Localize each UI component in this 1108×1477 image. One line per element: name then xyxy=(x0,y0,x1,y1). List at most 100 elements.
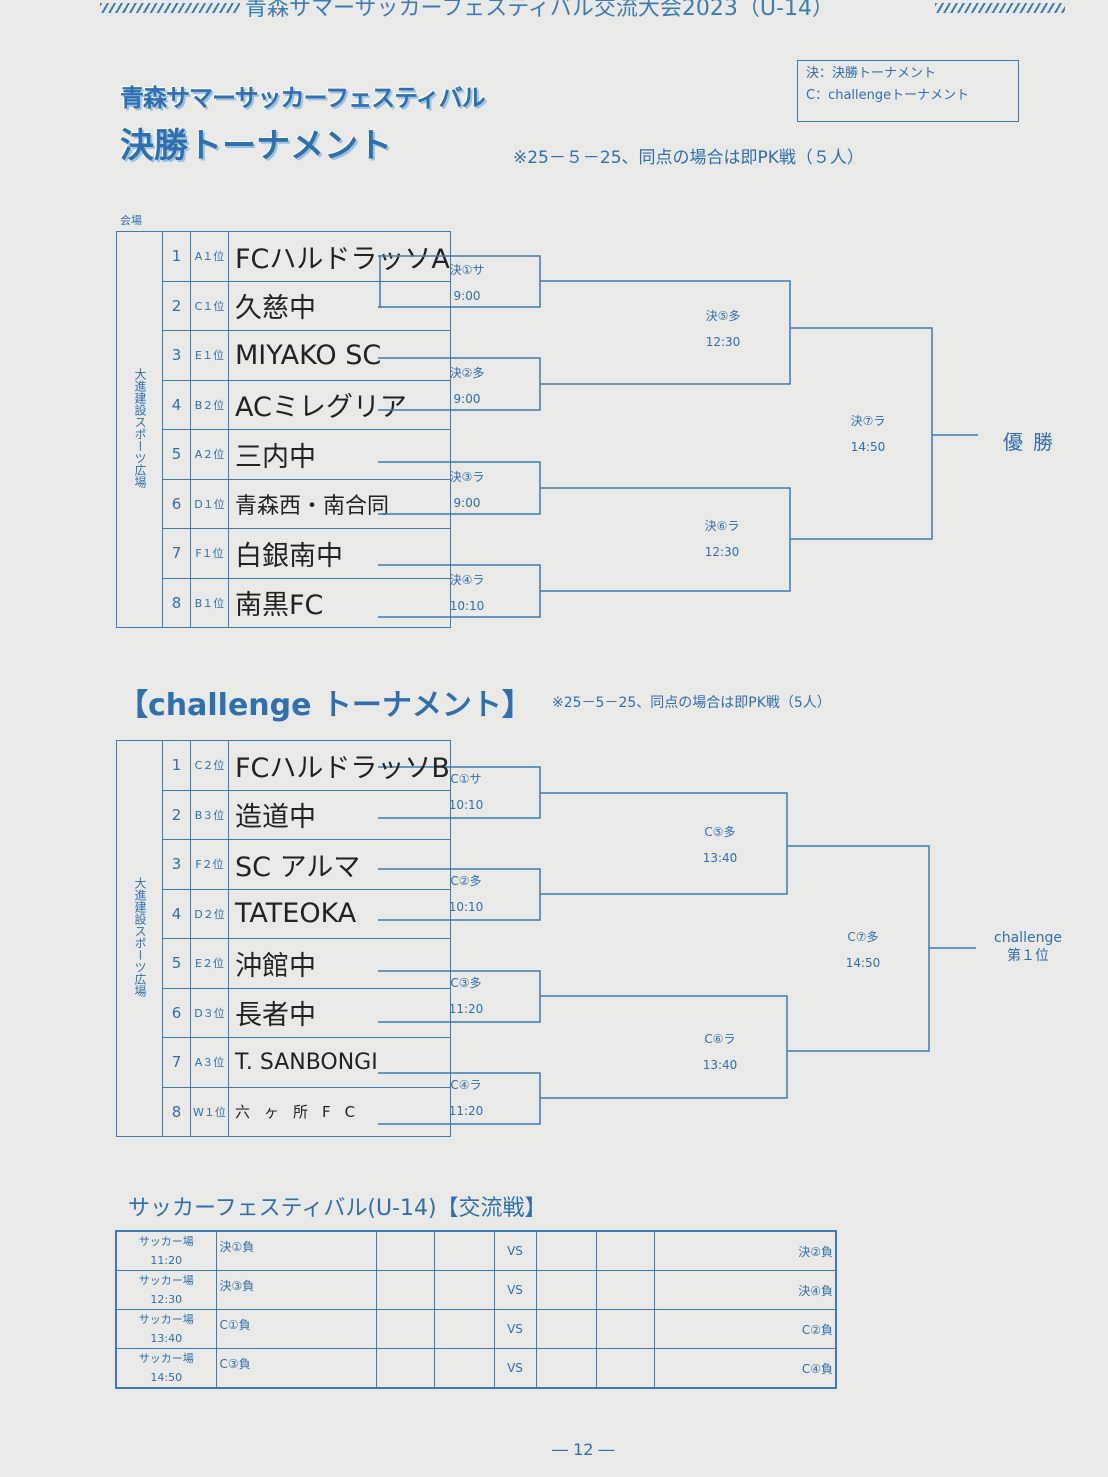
team-name: 久慈中 xyxy=(228,280,451,331)
match-name: C⑥ラ xyxy=(704,1032,736,1046)
seed-number: 1 xyxy=(162,740,191,791)
match-label: 決①サ 9:00 xyxy=(427,257,507,309)
venue-label: 会場 xyxy=(120,214,142,227)
left-team-cell: C①負 xyxy=(215,1309,377,1349)
score-cell xyxy=(535,1348,597,1389)
seed-number: 3 xyxy=(162,839,191,890)
challenge-heading: 【challenge トーナメント】 xyxy=(118,688,532,723)
match-time: 13:40 xyxy=(702,1058,738,1072)
match-time: 14:50 xyxy=(845,956,881,970)
team-name: T. SANBONGI xyxy=(228,1037,451,1088)
group-rank: E１位 xyxy=(190,330,229,381)
team-name: MIYAKO SC xyxy=(228,330,451,381)
group-rank: D３位 xyxy=(190,987,229,1038)
match-time: 13:40 xyxy=(150,1332,183,1345)
team-name: ACミレグリア xyxy=(228,379,451,430)
score-cell xyxy=(433,1230,495,1271)
group-rank: F１位 xyxy=(190,528,229,579)
team-name: TATEOKA xyxy=(228,888,451,939)
score-cell xyxy=(433,1270,495,1310)
team-name: 白銀南中 xyxy=(228,528,451,579)
match-time: 14:50 xyxy=(150,1371,183,1384)
match-time: 12:30 xyxy=(150,1293,183,1306)
match-time: 11:20 xyxy=(150,1254,183,1267)
team-name: 三内中 xyxy=(228,429,451,480)
group-rank: B１位 xyxy=(190,577,229,628)
vs-label: VS xyxy=(494,1309,536,1349)
group-rank: F２位 xyxy=(190,839,229,890)
venue-name: サッカー場 xyxy=(138,1235,194,1248)
group-rank: A２位 xyxy=(190,429,229,480)
score-cell xyxy=(433,1348,495,1389)
seed-number: 6 xyxy=(162,478,191,529)
blank-cell xyxy=(375,1348,435,1389)
match-name: 決②多 xyxy=(449,366,485,380)
match-label: C⑥ラ 13:40 xyxy=(680,1026,760,1078)
score-cell xyxy=(535,1270,597,1310)
match-name: 決⑤多 xyxy=(705,309,741,323)
header-title: 青森サマーサッカーフェスティバル交流大会2023（U-14） xyxy=(245,0,834,21)
match-label: C⑦多 14:50 xyxy=(823,924,903,976)
vs-label: VS xyxy=(494,1230,536,1271)
page-title-line2: 決勝トーナメント xyxy=(120,126,392,166)
team-name: 造道中 xyxy=(228,789,451,840)
match-time: 12:30 xyxy=(705,335,741,349)
venue-name: サッカー場 xyxy=(138,1274,194,1287)
seed-number: 6 xyxy=(162,987,191,1038)
match-time: 10:10 xyxy=(449,599,485,613)
group-rank: C１位 xyxy=(190,280,229,331)
seed-number: 8 xyxy=(162,1086,191,1137)
group-rank: W１位 xyxy=(190,1086,229,1137)
team-name: 南黒FC xyxy=(228,577,451,628)
match-time: 10:10 xyxy=(448,798,484,812)
group-rank: B２位 xyxy=(190,379,229,430)
seed-number: 4 xyxy=(162,379,191,430)
vs-label: VS xyxy=(494,1270,536,1310)
group-rank: A１位 xyxy=(190,231,229,282)
match-time: 9:00 xyxy=(453,289,481,303)
blank-cell xyxy=(375,1230,435,1271)
winner-label: 優勝 xyxy=(1003,430,1063,454)
match-time: 9:00 xyxy=(453,496,481,510)
match-name: 決⑦ラ xyxy=(850,414,886,428)
header-hatch-left xyxy=(100,3,240,13)
blank-cell xyxy=(595,1230,655,1271)
group-rank: C２位 xyxy=(190,740,229,791)
venue-name: サッカー場 xyxy=(138,1313,194,1326)
match-time: 11:20 xyxy=(448,1104,484,1118)
right-team-cell: C④負 xyxy=(653,1348,837,1389)
team-name: 長者中 xyxy=(228,987,451,1038)
match-name: 決④ラ xyxy=(449,573,485,587)
team-name: FCハルドラッソB xyxy=(228,740,451,791)
match-time: 11:20 xyxy=(448,1002,484,1016)
seed-number: 2 xyxy=(162,280,191,331)
seed-number: 8 xyxy=(162,577,191,628)
legend-line2: C：challengeトーナメント xyxy=(806,88,970,103)
match-label: 決④ラ 10:10 xyxy=(427,567,507,619)
right-team-cell: 決②負 xyxy=(653,1230,837,1271)
final-note: ※25－５－25、同点の場合は即PK戦（５人） xyxy=(513,148,864,168)
match-name: 決⑥ラ xyxy=(704,519,740,533)
score-cell xyxy=(433,1309,495,1349)
match-name: 決①サ xyxy=(449,263,485,277)
team-name: 六ヶ所FC xyxy=(228,1086,451,1137)
right-team-cell: 決④負 xyxy=(653,1270,837,1310)
page-number: ― 12 ― xyxy=(552,1440,615,1459)
match-name: C⑦多 xyxy=(847,930,879,944)
score-cell xyxy=(535,1309,597,1349)
match-label: 決⑤多 12:30 xyxy=(683,303,763,355)
blank-cell xyxy=(595,1270,655,1310)
match-name: C④ラ xyxy=(450,1078,482,1092)
match-name: C③多 xyxy=(450,976,482,990)
match-label: C④ラ 11:20 xyxy=(426,1072,506,1124)
challenge-winner-line2: 第１位 xyxy=(1007,948,1049,964)
